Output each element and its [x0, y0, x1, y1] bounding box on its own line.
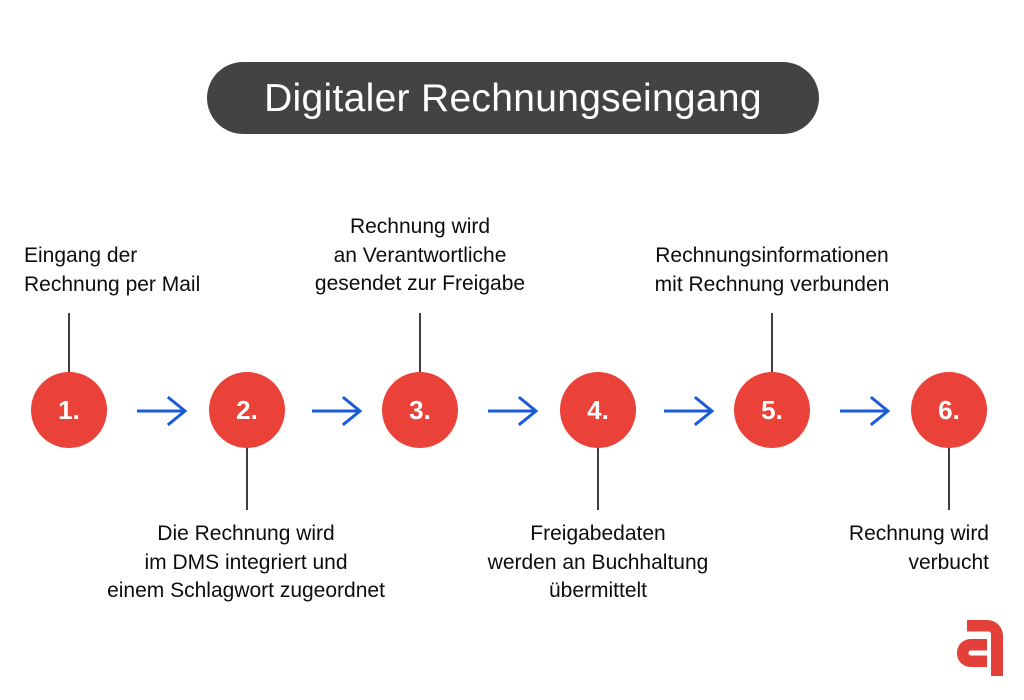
- arrow-right-icon-4: [662, 396, 718, 426]
- step-number-6: 6.: [938, 395, 960, 425]
- step-label-3-line-2: an Verantwortliche: [333, 243, 507, 267]
- step-label-4-line-1: Freigabedaten: [530, 522, 666, 545]
- step-circle-3[interactable]: 3.: [382, 372, 458, 448]
- step-label-6: Rechnung wird verbucht: [589, 520, 989, 577]
- company-a-logo: [957, 620, 1003, 676]
- step-label-5-line-2: mit Rechnung verbunden: [654, 272, 890, 296]
- connector-line-5: [771, 313, 773, 372]
- step-label-2-line-1: Die Rechnung wird: [157, 522, 335, 545]
- step-number-2: 2.: [236, 395, 258, 425]
- step-number-1: 1.: [58, 395, 80, 425]
- step-number-4: 4.: [587, 395, 609, 425]
- arrow-right-icon-3: [486, 396, 542, 426]
- step-label-5: Rechnungsinformationen mit Rechnung verb…: [572, 242, 972, 299]
- step-label-3: Rechnung wird an Verantwortliche gesende…: [220, 213, 620, 299]
- arrow-right-icon-5: [838, 396, 894, 426]
- step-label-3-line-3: gesendet zur Freigabe: [314, 272, 526, 296]
- step-circle-4[interactable]: 4.: [560, 372, 636, 448]
- title-banner: Digitaler Rechnungseingang: [207, 62, 819, 134]
- step-circle-2[interactable]: 2.: [209, 372, 285, 448]
- step-circle-1[interactable]: 1.: [31, 372, 107, 448]
- step-label-2-line-2: im DMS integriert und: [144, 550, 348, 574]
- step-label-4: Freigabedaten werden an Buchhaltung über…: [398, 520, 798, 606]
- step-circle-5[interactable]: 5.: [734, 372, 810, 448]
- connector-line-2: [246, 448, 248, 510]
- step-label-1-line-1: Eingang der: [24, 244, 138, 267]
- step-label-6-line-1: Rechnung wird: [848, 522, 989, 545]
- step-label-1: Eingang der Rechnung per Mail: [24, 242, 200, 299]
- step-label-6-line-2: verbucht: [908, 550, 989, 574]
- step-label-5-line-1: Rechnungsinformationen: [655, 244, 889, 267]
- step-label-1-line-2: Rechnung per Mail: [24, 272, 201, 296]
- arrow-right-icon-2: [310, 396, 366, 426]
- step-label-3-line-1: Rechnung wird: [349, 215, 491, 238]
- arrow-right-icon-1: [135, 396, 191, 426]
- connector-line-4: [597, 448, 599, 510]
- step-label-2-line-3: einem Schlagwort zugeordnet: [107, 579, 385, 603]
- page-title: Digitaler Rechnungseingang: [264, 76, 762, 120]
- step-label-4-line-3: übermittelt: [548, 579, 648, 603]
- step-label-4-line-2: werden an Buchhaltung: [487, 550, 709, 574]
- step-number-3: 3.: [409, 395, 431, 425]
- connector-line-1: [68, 313, 70, 372]
- connector-line-6: [948, 448, 950, 510]
- connector-line-3: [419, 313, 421, 372]
- step-label-2: Die Rechnung wird im DMS integriert und …: [46, 520, 446, 606]
- step-circle-6[interactable]: 6.: [911, 372, 987, 448]
- step-number-5: 5.: [761, 395, 783, 425]
